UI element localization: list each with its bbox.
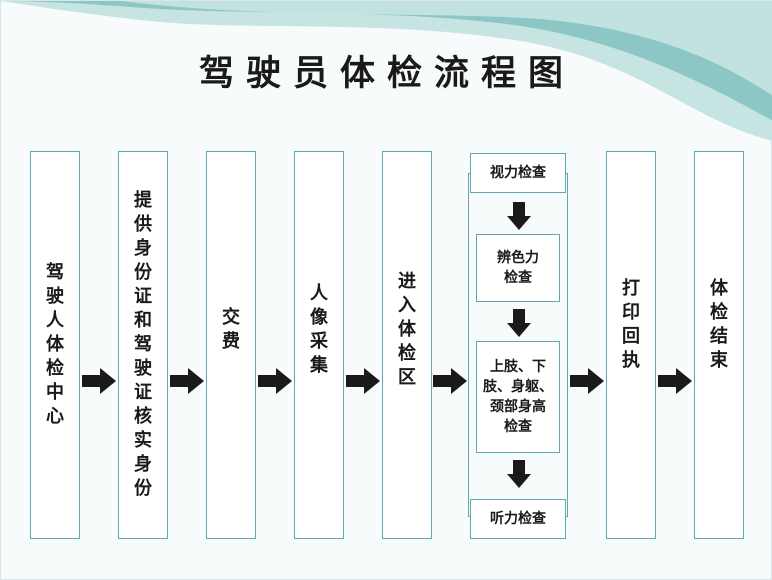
diagram-title: 驾驶员体检流程图 [198,54,575,94]
check-hearing-label: 听力检查 [490,511,546,527]
step-label-center: 驾驶人体检中心 [46,262,64,427]
check-color-line-2: 检查 [504,270,532,286]
step-label-print-receipt: 打印回执 [622,278,640,371]
arrow-right-icon [433,368,467,394]
check-vision-label: 视力检查 [490,165,546,181]
step-label-payment: 交费 [222,307,240,352]
step-label-photo: 人像采集 [310,283,328,376]
step-box-print-receipt: 打印回执 [606,151,656,539]
step-box-id-verify: 提供身份证和驾驶证核实身份 [118,151,168,539]
check-hearing: 听力检查 [470,499,566,539]
header-wave-decoration [1,1,772,141]
step-box-finish: 体检结束 [694,151,744,539]
check-vision: 视力检查 [470,153,566,193]
step-box-center: 驾驶人体检中心 [30,151,80,539]
arrow-right-icon [570,368,604,394]
arrow-down-icon [507,202,531,230]
check-color-vision: 辨色力 检查 [476,234,560,302]
arrow-right-icon [346,368,380,394]
arrow-down-icon [507,309,531,337]
check-limbs-height: 上肢、下 肢、身躯、 颈部身高 检查 [476,341,560,453]
step-box-photo: 人像采集 [294,151,344,539]
arrow-right-icon [658,368,692,394]
step-label-finish: 体检结束 [710,278,728,371]
arrow-right-icon [258,368,292,394]
step-box-payment: 交费 [206,151,256,539]
arrow-right-icon [170,368,204,394]
check-color-line-1: 辨色力 [497,250,539,266]
check-limbs-line-4: 检查 [504,419,532,435]
arrow-down-icon [507,460,531,488]
step-label-exam-area: 进入体检区 [398,271,416,388]
step-box-exam-area: 进入体检区 [382,151,432,539]
check-limbs-line-3: 颈部身高 [490,399,546,415]
arrow-right-icon [82,368,116,394]
check-limbs-line-2: 肢、身躯、 [483,379,553,395]
step-label-id-verify: 提供身份证和驾驶证核实身份 [134,190,152,499]
check-limbs-line-1: 上肢、下 [490,359,546,375]
